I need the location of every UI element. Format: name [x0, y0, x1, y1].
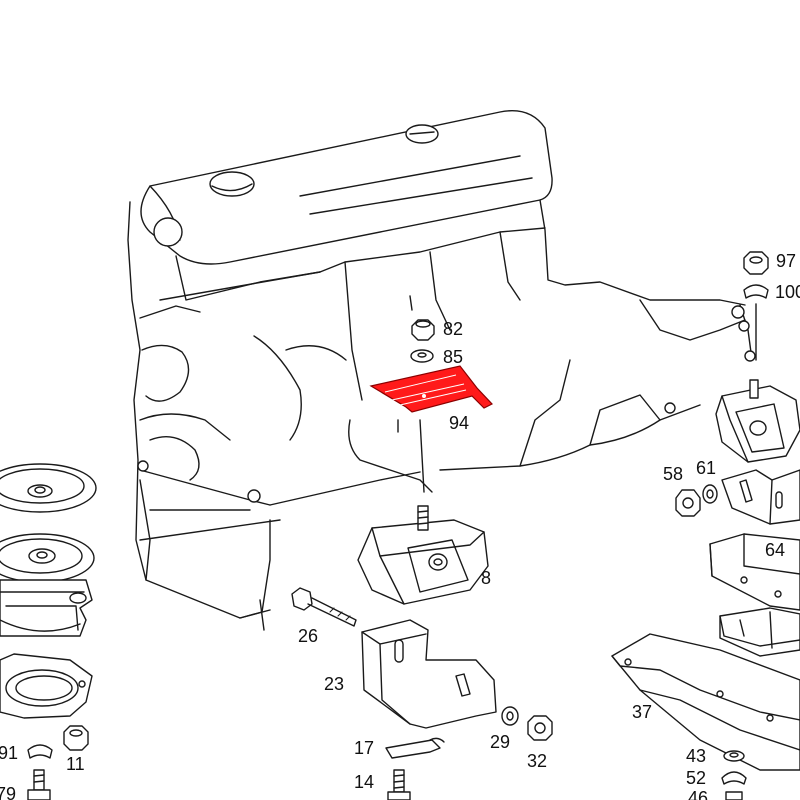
- rubber-pads[interactable]: [719, 607, 800, 657]
- callout-26: 26: [298, 626, 318, 646]
- nut-32[interactable]: [527, 715, 553, 741]
- clip-17[interactable]: [385, 737, 445, 759]
- washer-29[interactable]: [501, 706, 519, 726]
- washer-61[interactable]: [702, 484, 718, 504]
- callout-17: 17: [354, 738, 374, 758]
- callout-61: 61: [696, 458, 716, 478]
- callout-79: 79: [0, 784, 16, 800]
- stud-14[interactable]: [387, 769, 411, 800]
- callout-58: 58: [663, 464, 683, 484]
- highlighted-heat-shield-94[interactable]: [369, 365, 493, 413]
- bolt-46[interactable]: [725, 791, 743, 800]
- nut-97[interactable]: [743, 251, 769, 275]
- stud-79[interactable]: [27, 769, 51, 800]
- callout-29: 29: [490, 732, 510, 752]
- bracket-right[interactable]: [721, 469, 800, 525]
- rubber-damper-lower[interactable]: [0, 533, 95, 637]
- washer-43[interactable]: [723, 750, 745, 762]
- nut-82[interactable]: [411, 319, 435, 341]
- callout-100: 100: [775, 282, 800, 302]
- callout-8: 8: [481, 568, 491, 588]
- callout-14: 14: [354, 772, 374, 792]
- engine-mount-right[interactable]: [715, 379, 800, 463]
- washer-100[interactable]: [743, 284, 769, 299]
- callout-32: 32: [527, 751, 547, 771]
- crossmember-37[interactable]: [611, 633, 800, 771]
- callout-46: 46: [688, 788, 708, 800]
- callout-97: 97: [776, 251, 796, 271]
- callout-94: 94: [449, 413, 469, 433]
- callout-85: 85: [443, 347, 463, 367]
- rubber-damper-top[interactable]: [0, 463, 97, 513]
- washer-52[interactable]: [721, 771, 747, 785]
- callout-37: 37: [632, 702, 652, 722]
- callout-64: 64: [765, 540, 785, 560]
- callout-91: 91: [0, 743, 18, 763]
- bracket-23[interactable]: [361, 619, 497, 729]
- nut-58[interactable]: [675, 489, 701, 517]
- callout-11: 11: [66, 754, 85, 774]
- callout-23: 23: [324, 674, 344, 694]
- engine-block: [127, 110, 756, 631]
- nut-11[interactable]: [63, 725, 89, 751]
- callout-52: 52: [686, 768, 706, 788]
- callout-82: 82: [443, 319, 463, 339]
- washer-85[interactable]: [410, 349, 434, 363]
- engine-mount-8[interactable]: [357, 505, 489, 605]
- flange-plate[interactable]: [0, 653, 93, 719]
- callout-43: 43: [686, 746, 706, 766]
- washer-91[interactable]: [27, 744, 53, 759]
- bolt-26[interactable]: [291, 587, 357, 627]
- bracket-64[interactable]: [709, 533, 800, 611]
